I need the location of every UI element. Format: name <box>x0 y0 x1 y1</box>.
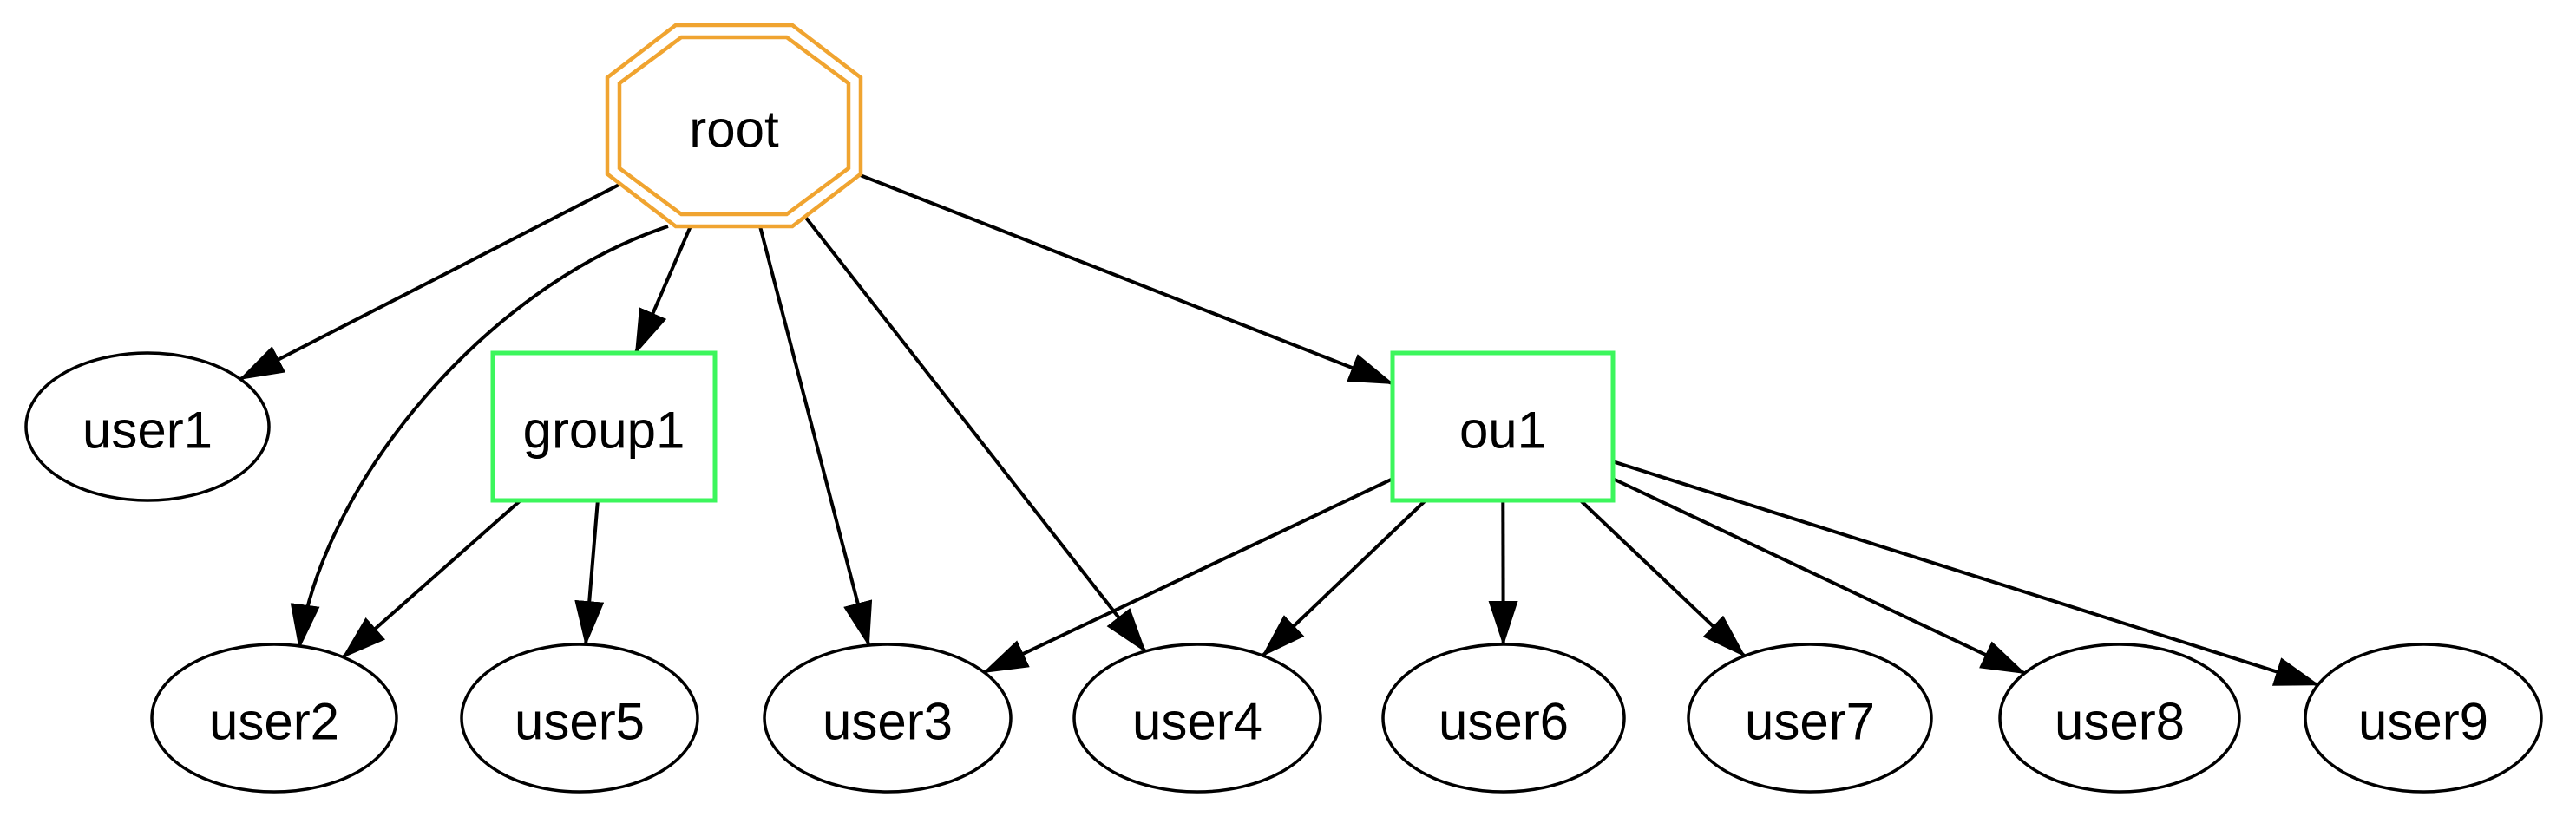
edge-group1-user5 <box>574 500 605 647</box>
node-user6: user6 <box>1381 643 1626 794</box>
user7-label: user7 <box>1745 693 1875 751</box>
user1-ellipse <box>24 351 271 502</box>
edge-group1-user2 <box>341 499 522 659</box>
node-root: root <box>605 23 863 229</box>
group1-box <box>490 350 718 503</box>
user4-label: user4 <box>1132 693 1262 751</box>
node-user1: user1 <box>24 351 271 502</box>
user3-label: user3 <box>823 693 953 751</box>
user5-ellipse <box>460 643 699 794</box>
edge-ou1-user4 <box>1261 499 1427 657</box>
root-octagon-inner <box>617 35 851 217</box>
node-user4: user4 <box>1072 643 1322 794</box>
node-user9: user9 <box>2304 643 2543 794</box>
node-user8: user8 <box>1998 643 2241 794</box>
user8-ellipse <box>1998 643 2241 794</box>
user9-ellipse <box>2304 643 2543 794</box>
user3-ellipse <box>763 643 1013 794</box>
edge-root-ou1 <box>847 168 1394 386</box>
edge-root-user1 <box>239 179 629 381</box>
node-group1: group1 <box>490 350 718 503</box>
edge-root-user4 <box>799 210 1147 653</box>
user9-label: user9 <box>2358 693 2488 751</box>
user5-label: user5 <box>515 693 645 751</box>
ou1-box <box>1390 350 1616 503</box>
edge-root-user2 <box>290 225 669 650</box>
edge-layer <box>239 168 2320 687</box>
ou1-label: ou1 <box>1459 402 1546 460</box>
user6-label: user6 <box>1439 693 1569 751</box>
user6-ellipse <box>1381 643 1626 794</box>
user1-label: user1 <box>82 402 213 460</box>
node-user7: user7 <box>1687 643 1933 794</box>
user7-ellipse <box>1687 643 1933 794</box>
root-octagon-outer <box>605 23 863 229</box>
user8-label: user8 <box>2055 693 2185 751</box>
edge-ou1-user8 <box>1612 477 2027 676</box>
node-user2: user2 <box>150 643 398 794</box>
node-layer: root user1 group1 ou1 user2 user5 user3 user4 us… <box>24 23 2543 794</box>
node-ou1: ou1 <box>1390 350 1616 503</box>
group1-label: group1 <box>523 402 685 460</box>
user4-ellipse <box>1072 643 1322 794</box>
edge-ou1-user9 <box>1612 460 2320 687</box>
edge-ou1-user3 <box>982 477 1393 675</box>
edge-root-group1 <box>633 219 695 355</box>
root-label: root <box>689 101 779 159</box>
edge-root-user3 <box>757 224 873 647</box>
edge-ou1-user7 <box>1579 499 1747 657</box>
node-user3: user3 <box>763 643 1013 794</box>
node-user5: user5 <box>460 643 699 794</box>
user2-ellipse <box>150 643 398 794</box>
user2-label: user2 <box>209 693 339 751</box>
